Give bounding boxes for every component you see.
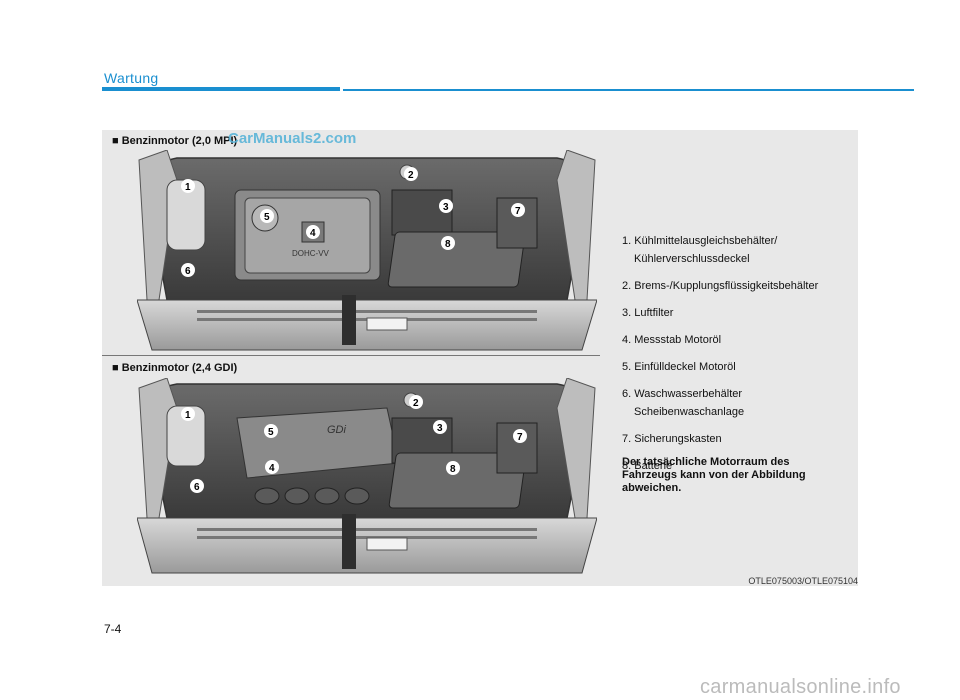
section-title: Wartung <box>104 70 159 86</box>
legend-item-8: 8. Batterie <box>622 457 852 475</box>
engine-illustration-1: DOHC-VV 1 2 3 4 5 6 7 8 <box>137 150 597 351</box>
engine-cover-label-1: DOHC-VV <box>292 249 330 258</box>
svg-text:5: 5 <box>264 212 270 223</box>
svg-text:3: 3 <box>443 202 449 213</box>
svg-text:1: 1 <box>185 410 191 421</box>
svg-text:2: 2 <box>413 398 419 409</box>
watermark-top: CarManuals2.com <box>228 130 357 147</box>
engine-heading-2: ■ Benzinmotor (2,4 GDI) <box>112 362 238 374</box>
svg-text:7: 7 <box>515 206 521 217</box>
legend-item-4: 4. Messstab Motoröl <box>622 331 852 349</box>
panel-divider <box>102 355 600 356</box>
engine-cover-label-2: GDi <box>327 424 347 436</box>
header-rule-thick <box>102 87 340 91</box>
legend-item-5-text: 5. Einfülldeckel Motoröl <box>622 361 736 373</box>
svg-text:6: 6 <box>194 482 200 493</box>
legend-item-6-continuation: Scheibenwaschanlage <box>634 406 745 418</box>
legend-item-2: 2. Brems-/Kupplungsflüssigkeitsbehälter <box>622 277 852 295</box>
legend-item-8-text: 8. Batterie <box>622 460 673 472</box>
svg-text:8: 8 <box>450 464 456 475</box>
legend-item-4-text: 4. Messstab Motoröl <box>622 334 722 346</box>
svg-text:4: 4 <box>269 463 275 474</box>
svg-text:5: 5 <box>268 427 274 438</box>
legend-item-6-text: 6. Waschwasserbehälter <box>622 388 743 400</box>
engine-heading-1: ■ Benzinmotor (2,0 MPI) <box>112 135 238 147</box>
disclaimer-note: Der tatsächliche Motorraum des Fahrzeugs… <box>622 456 806 494</box>
svg-text:4: 4 <box>310 228 316 239</box>
legend-item-3-text: 3. Luftfilter <box>622 307 674 319</box>
svg-text:2: 2 <box>408 170 414 181</box>
legend-item-5: 5. Einfülldeckel Motoröl <box>622 358 852 376</box>
image-reference-code: OTLE075003/OTLE075104 <box>748 576 858 586</box>
header-rule-thin <box>343 89 914 91</box>
svg-text:3: 3 <box>437 423 443 434</box>
engine-illustration-2: GDi 1 2 3 4 5 6 7 8 <box>137 378 597 574</box>
legend-item-2-text: 2. Brems-/Kupplungsflüssigkeitsbehälter <box>622 280 819 292</box>
page-number: 7-4 <box>104 622 122 636</box>
svg-text:7: 7 <box>517 432 523 443</box>
svg-text:8: 8 <box>445 239 451 250</box>
legend-list: 1. Kühlmittelausgleichsbehälter/ Kühlerv… <box>622 232 852 484</box>
legend-item-7-text: 7. Sicherungskasten <box>622 433 722 445</box>
legend-item-1: 1. Kühlmittelausgleichsbehälter/ Kühlerv… <box>622 232 852 268</box>
svg-text:1: 1 <box>185 182 191 193</box>
watermark-bottom: carmanualsonline.info <box>700 676 901 698</box>
legend-item-6: 6. Waschwasserbehälter Scheibenwaschanla… <box>622 385 852 421</box>
legend-item-1-text: 1. Kühlmittelausgleichsbehälter/ <box>622 235 778 247</box>
svg-text:6: 6 <box>185 266 191 277</box>
legend-item-7: 7. Sicherungskasten <box>622 430 852 448</box>
legend-item-3: 3. Luftfilter <box>622 304 852 322</box>
legend-item-1-continuation: Kühlerverschlussdeckel <box>634 253 750 265</box>
